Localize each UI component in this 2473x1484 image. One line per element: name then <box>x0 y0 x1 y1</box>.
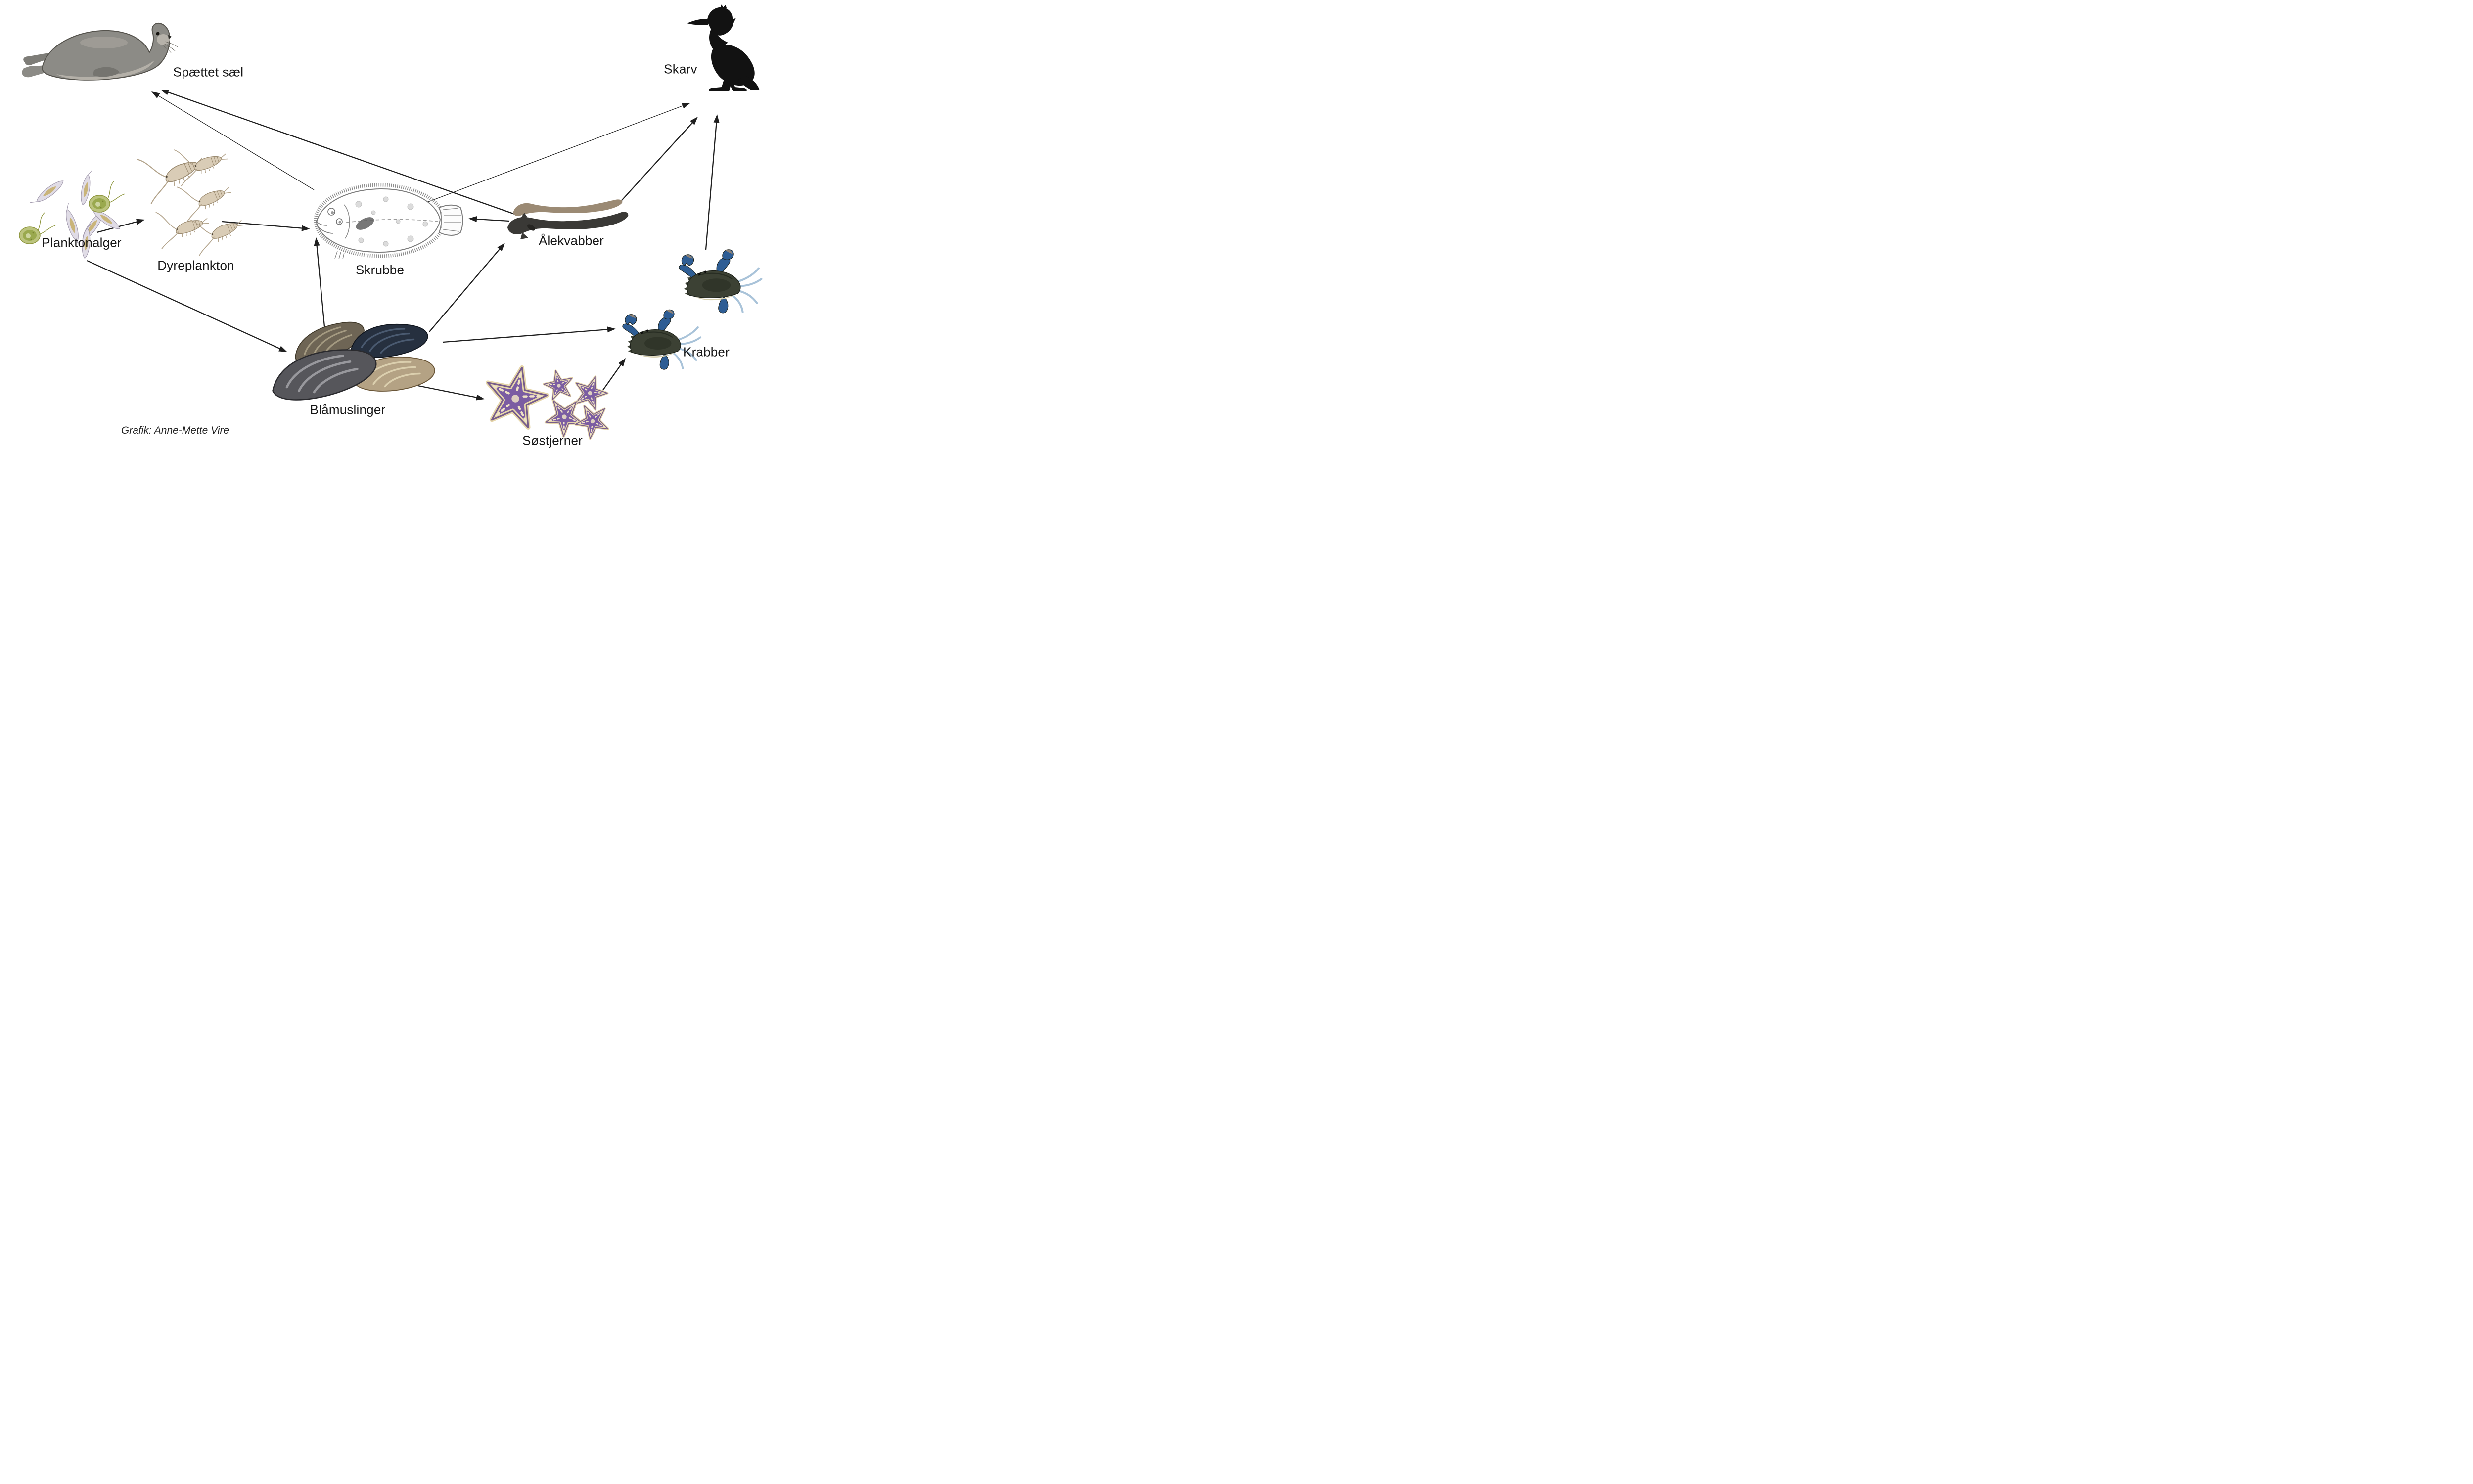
arrow-blaamuslinger-to-aalekvabber <box>429 247 502 332</box>
arrow-aalekvabber-to-spaettet-sael <box>165 90 519 217</box>
eelpout-dark <box>507 212 629 234</box>
seal-muzzle <box>157 34 170 45</box>
blue-mussels-illustration <box>272 315 437 405</box>
flounder-ventral-fin <box>334 251 345 260</box>
crab <box>622 309 701 370</box>
flounder-spots <box>355 196 428 247</box>
food-web-canvas <box>19 4 762 442</box>
label-krabber: Krabber <box>683 344 730 360</box>
green-algae-cell <box>89 180 126 213</box>
label-skarv: Skarv <box>664 61 697 77</box>
arrow-blaamuslinger-to-skrubbe <box>316 243 326 332</box>
seal-body <box>42 22 171 81</box>
cormorant-tail <box>738 76 760 90</box>
credit-text: Grafik: Anne-Mette Vire <box>121 425 229 436</box>
seal-whiskers <box>162 41 178 53</box>
arrowhead-aalekvabber-to-skarv <box>690 117 698 125</box>
arrow-skrubbe-to-spaettet-sael <box>156 94 315 190</box>
arrow-skrubbe-to-skarv <box>420 104 686 205</box>
seal-front-flipper <box>93 67 120 77</box>
crab <box>678 249 762 314</box>
arrow-planktonalger-to-blaamuslinger <box>87 260 282 351</box>
arrowhead-skrubbe-to-spaettet-sael <box>151 91 160 98</box>
arrowhead-skrubbe-to-skarv <box>681 103 690 109</box>
seal-belly <box>56 60 154 80</box>
starfish-large <box>481 361 551 430</box>
mussel-shell-front <box>272 345 377 405</box>
arrowhead-planktonalger-to-dyreplankton <box>136 219 145 225</box>
starfish-illustration <box>481 361 614 442</box>
cormorant-crest <box>720 4 727 8</box>
arrowhead-blaamuslinger-to-aalekvabber <box>497 243 505 251</box>
arrowhead-krabber-to-skarv <box>713 114 720 123</box>
flounder-mouth <box>315 220 334 234</box>
cormorant-body <box>711 45 755 86</box>
seal-tail-flipper <box>23 53 52 66</box>
zooplankton-illustration <box>129 132 248 256</box>
eelpout-tan <box>513 199 623 216</box>
label-skrubbe: Skrubbe <box>355 262 405 277</box>
label-soestjerner: Søstjerner <box>522 433 583 448</box>
diatom-cell <box>29 177 66 209</box>
cormorant-illustration <box>687 4 760 91</box>
flounder-pectoral-fin <box>356 217 374 230</box>
arrowhead-aalekvabber-to-skrubbe <box>468 216 477 223</box>
food-web-diagram: Planktonalger Dyreplankton Skrubbe Ålekv… <box>0 0 763 455</box>
arrow-blaamuslinger-to-soestjerner <box>417 385 479 399</box>
eelpout-illustration <box>507 199 629 239</box>
arrow-krabber-to-skarv <box>705 120 718 250</box>
arrow-blaamuslinger-to-krabber <box>442 328 610 343</box>
cormorant-feet <box>708 79 747 91</box>
arrowhead-planktonalger-to-blaamuslinger <box>278 346 287 352</box>
arrowhead-aalekvabber-to-spaettet-sael <box>160 89 170 95</box>
seal-eye <box>156 32 160 36</box>
arrowhead-blaamuslinger-to-soestjerner <box>476 394 485 401</box>
cormorant-neck <box>709 28 728 52</box>
label-aalekvabber: Ålekvabber <box>538 233 604 248</box>
harbor-seal-illustration <box>22 22 178 81</box>
arrow-dyreplankton-to-skrubbe <box>222 221 305 229</box>
label-dyreplankton: Dyreplankton <box>157 258 234 273</box>
flounder-gill <box>344 204 350 239</box>
arrow-aalekvabber-to-skrubbe <box>474 218 510 222</box>
label-spaettet-sael: Spættet sæl <box>173 64 244 80</box>
arrowhead-dyreplankton-to-skrubbe <box>301 225 310 231</box>
arrowhead-blaamuslinger-to-skrubbe <box>314 237 320 246</box>
arrowhead-blaamuslinger-to-krabber <box>607 326 616 333</box>
flounder-illustration <box>314 183 463 260</box>
cormorant-head <box>707 7 736 36</box>
label-blaamuslinger: Blåmuslinger <box>310 402 386 417</box>
arrows-layer <box>87 89 720 401</box>
arrow-aalekvabber-to-skarv <box>617 121 694 205</box>
flounder-tail <box>438 204 463 236</box>
arrowhead-soestjerner-to-krabber <box>618 358 626 367</box>
seal-nose <box>168 35 172 39</box>
flounder-body <box>316 188 441 253</box>
cormorant-beak <box>687 19 709 25</box>
label-planktonalger: Planktonalger <box>42 235 122 250</box>
